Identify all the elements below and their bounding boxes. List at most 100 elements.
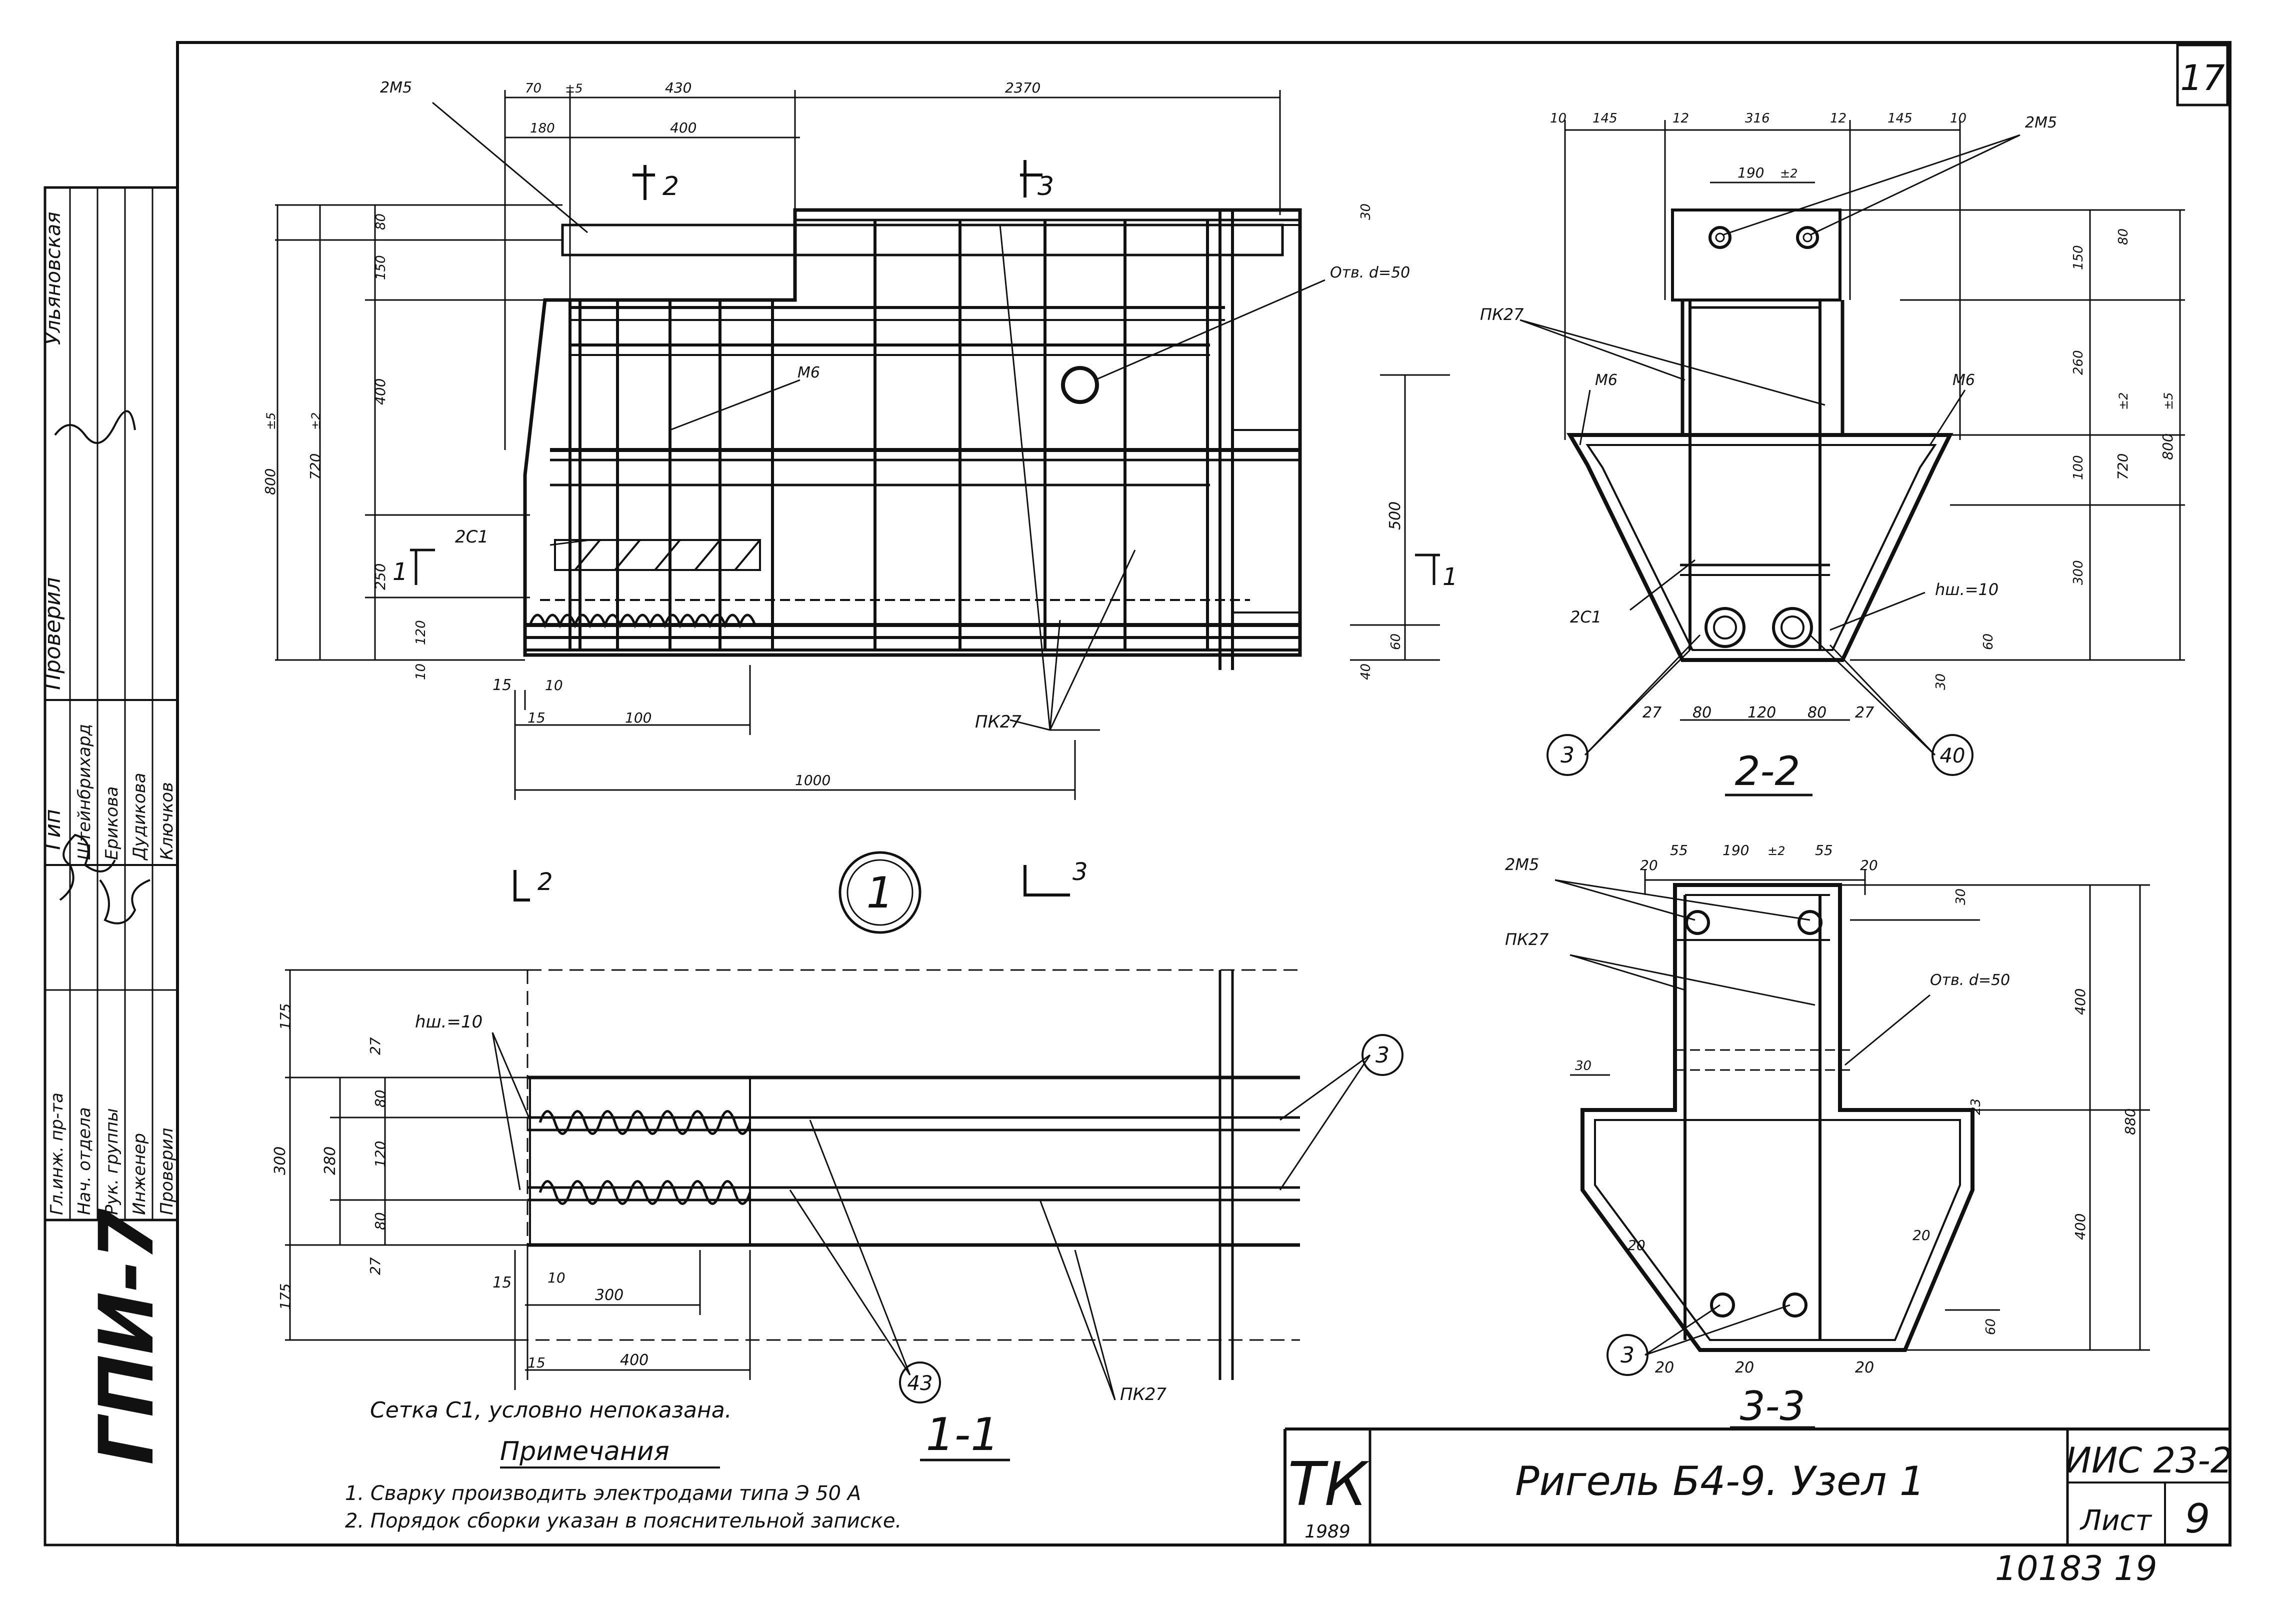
v33-dim-880: 880 — [2122, 1108, 2138, 1135]
v1-dim-60: 60 — [1388, 634, 1404, 650]
v1-dim-120: 120 — [414, 620, 428, 645]
v11-marker-3-label: 3 — [1376, 1042, 1390, 1068]
view-2-2-section: 2М5 ПК27 М6 М6 2С1 hш.=10 3 40 10 145 12… — [1480, 111, 2185, 796]
v33-label-2m5: 2М5 — [1505, 855, 1539, 874]
v22-dim-10b: 10 — [1950, 111, 1966, 126]
v22-dim-80b: 80 — [1808, 704, 1826, 722]
v11-dim-300: 300 — [272, 1146, 289, 1175]
v22-dim-316: 316 — [1745, 111, 1770, 126]
v1-label-2m5: 2М5 — [380, 79, 412, 96]
v1-cut-3-bottom: 3 — [1072, 858, 1088, 886]
stamp-role-1: Гл.инж. пр-та — [47, 1092, 67, 1215]
outer-frame — [176, 41, 2232, 1546]
stamp-name-2: Ерикова — [102, 786, 122, 860]
v1-cut-2-bottom: 2 — [538, 868, 553, 896]
v33-label-r20b: 20 — [1912, 1227, 1930, 1244]
v33-dim-55a: 55 — [1670, 842, 1688, 858]
v33-dim-400a: 400 — [2072, 988, 2088, 1015]
stamp-check: Проверил — [40, 577, 66, 690]
v22-dim-720: 720 — [2114, 454, 2131, 480]
v22-dim-150: 150 — [2071, 245, 2086, 270]
v22-label-c1: 2С1 — [1570, 608, 1602, 626]
list-label: Лист — [2080, 1504, 2152, 1537]
v22-dim-120: 120 — [1748, 704, 1776, 722]
v22-label-2m5: 2М5 — [2025, 114, 2057, 132]
stamp-role-3: Рук. группы — [102, 1108, 122, 1215]
v33-label-pk27: ПК27 — [1505, 930, 1549, 949]
v11-dim-175b: 175 — [277, 1284, 294, 1310]
v11-dim-15b: 15 — [528, 1354, 546, 1371]
stamp-name-1: Штейнбрихард — [74, 724, 94, 860]
note-item-2: 2. Порядок сборки указан в пояснительной… — [345, 1510, 902, 1532]
v22-dim-80a: 80 — [1692, 704, 1712, 722]
v1-dim-150: 150 — [374, 255, 388, 280]
notes: Сетка С1, условно непоказана. Примечания… — [345, 1398, 902, 1532]
v1-dim-30: 30 — [1358, 204, 1374, 220]
v1-dim-250: 250 — [372, 564, 388, 590]
v11-label-pk27: ПК27 — [1120, 1384, 1166, 1404]
notes-heading: Примечания — [500, 1436, 670, 1466]
mesh-note: Сетка С1, условно непоказана. — [370, 1398, 732, 1423]
v11-dim-175a: 175 — [277, 1004, 294, 1030]
v22-dim-12a: 12 — [1672, 111, 1689, 126]
v1-dim-15b: 15 — [528, 710, 546, 726]
stamp-role-2: Нач. отдела — [74, 1107, 94, 1215]
v22-label-m6a: М6 — [1595, 372, 1618, 389]
v11-dim-10: 10 — [548, 1270, 566, 1286]
v33-dim-30-left: 30 — [1575, 1058, 1592, 1074]
v1-dim-40: 40 — [1358, 664, 1374, 680]
v11-marker-43-label: 43 — [908, 1372, 933, 1395]
hole-d50 — [1061, 366, 1099, 404]
v11-dim-280: 280 — [322, 1146, 339, 1175]
v11-dim-15a: 15 — [492, 1274, 512, 1292]
v11-label-hw: hш.=10 — [415, 1012, 482, 1032]
view-1-elevation: 2М5 М6 Отв. d=50 ПК27 2С1 2 3 2 3 1 1 70… — [262, 79, 1458, 934]
v22-dim-100: 100 — [2071, 455, 2086, 480]
v1-dim-1000: 1000 — [795, 772, 830, 788]
v1-label-hole: Отв. d=50 — [1330, 264, 1410, 282]
v22-dim-800: 800 — [2160, 434, 2176, 460]
stamp-agreed: Ульяновская — [42, 212, 65, 345]
v22-marker-40-label: 40 — [1940, 744, 1966, 768]
stamp-role-4: Инженер — [130, 1133, 150, 1215]
sheet-number-box — [2176, 44, 2229, 106]
v22-dim-60: 60 — [1981, 634, 1996, 650]
v1-dim-70: 70 — [525, 81, 542, 96]
v33-dim-20c: 20 — [1655, 1359, 1674, 1376]
v22-marker-3-label: 3 — [1560, 742, 1574, 768]
v22-dim-190-tol: ±2 — [1780, 166, 1798, 180]
v1-dim-2370: 2370 — [1005, 80, 1040, 96]
v33-dim-20d: 20 — [1735, 1359, 1754, 1376]
v1-dim-100: 100 — [625, 710, 652, 726]
signature-3 — [99, 879, 150, 924]
node-marker-1-label: 1 — [866, 868, 894, 918]
v33-dim-20e: 20 — [1855, 1359, 1874, 1376]
v1-dim-500: 500 — [1386, 502, 1404, 530]
v1-dim-430: 430 — [665, 80, 692, 96]
v33-dim-60: 60 — [1984, 1318, 1998, 1335]
v22-dim-145b: 145 — [1888, 111, 1912, 126]
v1-cut-1-right: 1 — [1442, 563, 1458, 591]
v1-dim-80: 80 — [374, 214, 388, 230]
v22-dim-145a: 145 — [1592, 111, 1618, 126]
v33-dim-190: 190 — [1722, 842, 1749, 858]
stamp-header-role: Гип — [40, 809, 66, 850]
v11-dim-80a: 80 — [372, 1090, 388, 1108]
tk-year: 1989 — [1304, 1522, 1350, 1542]
v33-caption: 3-3 — [1740, 1383, 1806, 1430]
v1-dim-15a: 15 — [492, 676, 512, 694]
v22-label-pk27: ПК27 — [1480, 305, 1524, 324]
v1-cut-2-top: 2 — [662, 172, 679, 202]
v1-dim-180: 180 — [530, 121, 555, 136]
signature-2 — [59, 834, 116, 901]
v22-dim-30: 30 — [1934, 674, 1948, 690]
v11-dim-80b: 80 — [372, 1212, 388, 1230]
side-stamp: Ульяновская Проверил Гип Гл.инж. пр-та Н… — [40, 186, 179, 1546]
v22-dim-80: 80 — [2116, 228, 2131, 245]
v33-dim-400b: 400 — [2072, 1214, 2088, 1240]
v33-dim-23: 23 — [1968, 1098, 1984, 1115]
v22-label-hw: hш.=10 — [1935, 580, 1998, 599]
v1-dim-720-tol: ±2 — [309, 412, 323, 430]
v22-dim-300: 300 — [2071, 560, 2086, 585]
org-name: ГПИ-7 — [84, 1208, 170, 1465]
